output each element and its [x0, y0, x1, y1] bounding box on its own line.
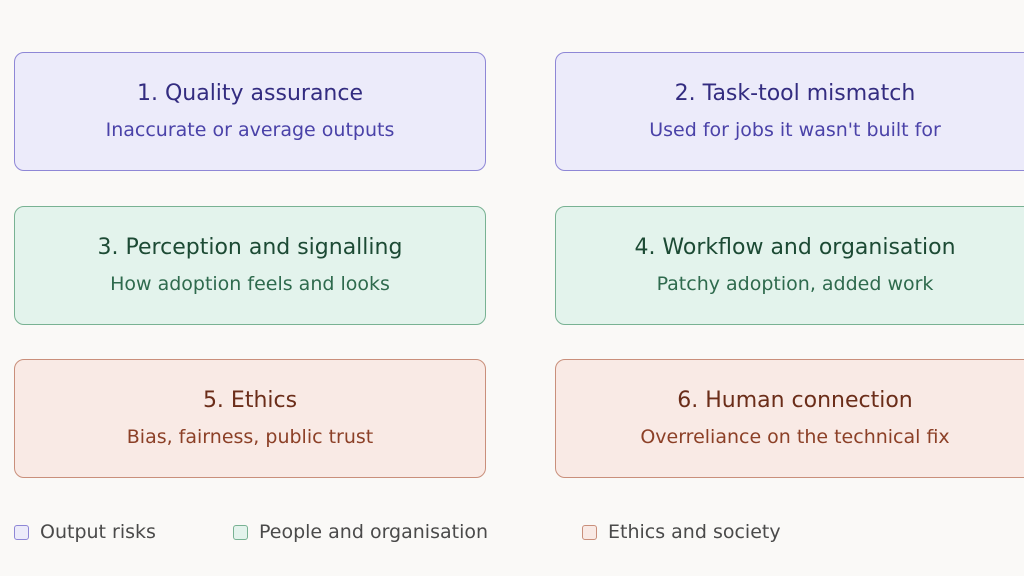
card-title: 5. Ethics: [202, 387, 298, 413]
legend-swatch-purple: [14, 524, 29, 540]
card-title: 2. Task-tool mismatch: [674, 80, 916, 106]
legend-label: Ethics and society: [608, 521, 781, 543]
legend-output-risks: Output risks: [14, 519, 156, 545]
card-title: 6. Human connection: [677, 387, 913, 413]
card-task-tool-mismatch: 2. Task-tool mismatch Used for jobs it w…: [555, 52, 1024, 171]
legend-people-organisation: People and organisation: [233, 519, 488, 545]
legend-swatch-green: [233, 524, 248, 540]
legend-label: People and organisation: [259, 521, 489, 543]
legend-swatch-peach: [582, 524, 597, 540]
card-description: Overreliance on the technical fix: [640, 426, 950, 449]
card-description: How adoption feels and looks: [110, 273, 390, 296]
legend-label: Output risks: [40, 521, 156, 543]
card-title: 1. Quality assurance: [136, 80, 364, 106]
card-description: Patchy adoption, added work: [656, 273, 934, 296]
card-title: 3. Perception and signalling: [97, 234, 403, 260]
card-perception-signalling: 3. Perception and signalling How adoptio…: [14, 206, 486, 325]
card-title: 4. Workflow and organisation: [634, 234, 956, 260]
card-description: Inaccurate or average outputs: [105, 119, 395, 142]
card-description: Bias, fairness, public trust: [126, 426, 374, 449]
card-workflow-organisation: 4. Workflow and organisation Patchy adop…: [555, 206, 1024, 325]
legend-ethics-society: Ethics and society: [582, 519, 781, 545]
card-ethics: 5. Ethics Bias, fairness, public trust: [14, 359, 486, 478]
card-description: Used for jobs it wasn't built for: [649, 119, 941, 142]
card-human-connection: 6. Human connection Overreliance on the …: [555, 359, 1024, 478]
card-quality-assurance: 1. Quality assurance Inaccurate or avera…: [14, 52, 486, 171]
